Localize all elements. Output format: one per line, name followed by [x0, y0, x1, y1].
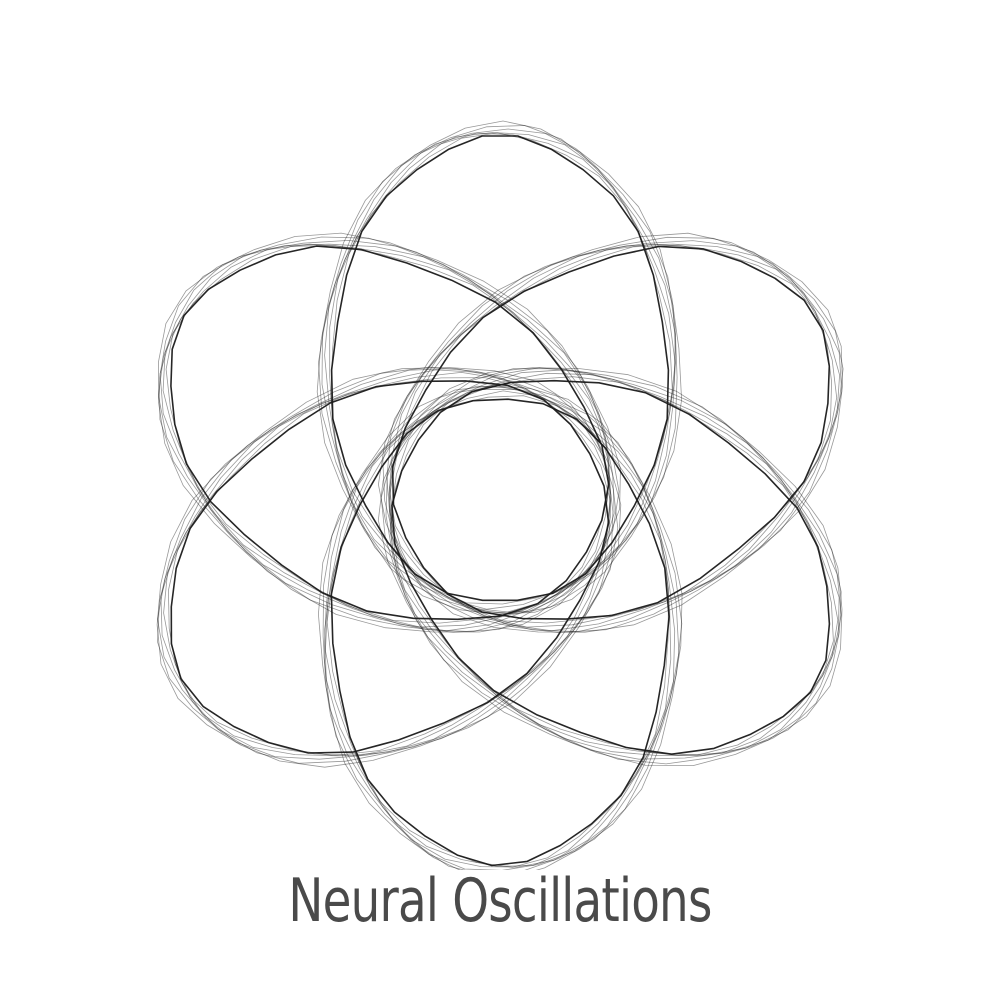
page-title: Neural Oscillations — [288, 866, 712, 936]
ellipse-stroke-3-1 — [326, 395, 669, 868]
ellipse-stroke-0-0 — [330, 135, 670, 602]
ellipse-stroke-4-2 — [163, 372, 611, 756]
ellipse-stroke-5-1 — [165, 245, 610, 624]
ellipse-stroke-5-5 — [159, 236, 620, 633]
ellipse-stroke-3-2 — [325, 390, 672, 867]
ellipse-stroke-4-4 — [157, 368, 614, 760]
ellipse-stroke-5-0 — [170, 245, 610, 621]
ellipse-stroke-5-2 — [162, 243, 610, 628]
ellipse-stroke-3-0 — [330, 398, 670, 867]
ellipse-stroke-0-4 — [321, 128, 677, 614]
ellipse-stroke-4-0 — [170, 380, 610, 754]
ellipse-stroke-1-6 — [378, 232, 843, 633]
ellipse-stroke-0-6 — [316, 120, 682, 615]
ellipse-stroke-3-5 — [322, 385, 683, 870]
ellipse-stroke-5-4 — [158, 240, 615, 632]
ellipse-stroke-4-6 — [156, 367, 622, 768]
ellipse-stroke-2-6 — [377, 367, 843, 766]
ellipse-stroke-2-1 — [390, 376, 834, 756]
ellipse-stroke-2-3 — [389, 369, 840, 756]
ellipse-stroke-2-5 — [380, 368, 842, 765]
ellipse-stroke-2-0 — [391, 379, 831, 755]
ellipse-stroke-2-2 — [390, 372, 839, 756]
ellipse-stroke-4-5 — [157, 366, 619, 764]
ellipse-stroke-3-3 — [324, 389, 676, 868]
ellipse-stroke-5-6 — [158, 232, 621, 633]
rosette-logo-icon — [156, 120, 844, 870]
ellipse-stroke-0-5 — [318, 125, 678, 615]
ellipse-stroke-4-3 — [160, 369, 612, 757]
ellipse-stroke-5-3 — [159, 243, 611, 632]
ellipse-stroke-3-4 — [323, 385, 680, 870]
ellipse-stroke-0-3 — [324, 132, 676, 613]
ellipse-stroke-1-3 — [388, 243, 840, 632]
ellipse-stroke-1-5 — [382, 236, 844, 633]
ellipse-stroke-0-2 — [329, 132, 676, 610]
ellipse-stroke-0-1 — [330, 132, 673, 605]
ellipse-stroke-1-4 — [386, 240, 843, 632]
ellipse-stroke-4-1 — [168, 377, 611, 756]
ellipse-stroke-2-4 — [385, 367, 842, 760]
ellipse-stroke-3-6 — [318, 385, 683, 870]
ellipse-stroke-1-2 — [389, 243, 838, 628]
ellipse-stroke-1-0 — [391, 245, 831, 620]
ellipse-stroke-1-1 — [388, 244, 832, 624]
